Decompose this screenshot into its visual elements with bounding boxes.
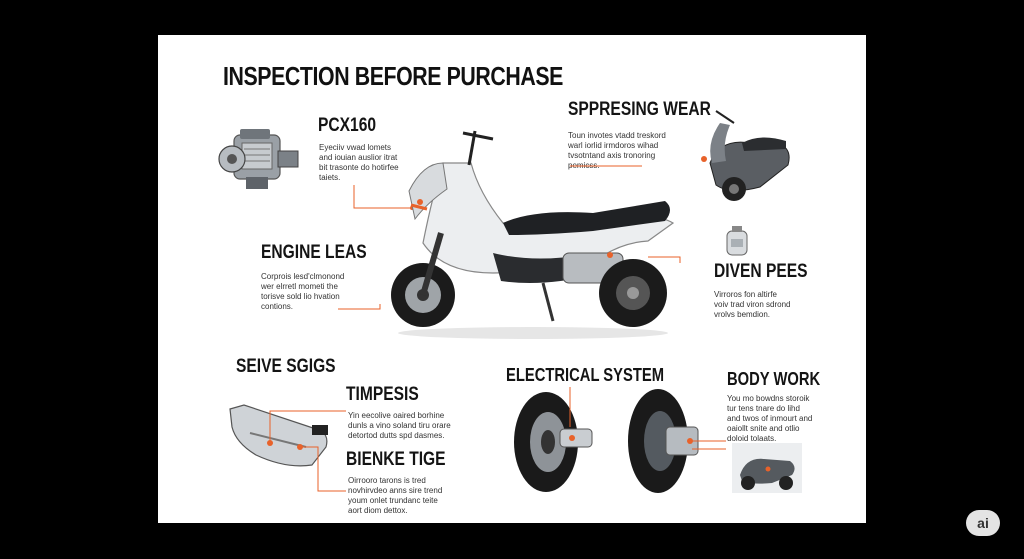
pcx160-heading: PCX160 bbox=[318, 115, 377, 136]
bienke-tige-heading: BIENKE TIGE bbox=[346, 449, 446, 470]
engine-leas-text: Corprois lesd'clmonond wer elrretl momet… bbox=[261, 272, 345, 311]
wear-heading: SPPRESING WEAR bbox=[568, 99, 711, 120]
electrical-leaders bbox=[569, 387, 726, 450]
bienke-tige-text: Oirrooro tarons is tred novhirvdeo anns … bbox=[348, 476, 443, 515]
diven-pees-leader bbox=[648, 256, 681, 263]
timpesis-text: Yin eecolive oaired borhine dunls a vino… bbox=[348, 411, 451, 440]
body-work-heading: BODY WORK bbox=[727, 369, 821, 389]
lower-left-leaders bbox=[269, 410, 346, 492]
scooter-rear-thumbnail bbox=[701, 110, 790, 201]
wear-leader bbox=[570, 165, 642, 167]
fluid-bottle-icon bbox=[726, 226, 748, 256]
scooter-thumbnail bbox=[732, 443, 802, 493]
scooter-main-illustration bbox=[391, 130, 675, 339]
timpesis-heading: TIMPESIS bbox=[346, 384, 419, 405]
seive-sgigs-heading: SEIVE SGIGS bbox=[236, 356, 336, 377]
brake-caliper-illustration bbox=[229, 404, 328, 467]
rear-wheel-illustration bbox=[628, 389, 699, 493]
engine-leas-leader bbox=[338, 304, 381, 310]
electrical-heading: ELECTRICAL SYSTEM bbox=[506, 365, 665, 385]
ai-badge[interactable]: ai bbox=[966, 510, 1000, 536]
diven-pees-heading: DIVEN PEES bbox=[714, 261, 808, 282]
engine-leas-heading: ENGINE LEAS bbox=[261, 242, 367, 263]
front-wheel-illustration bbox=[514, 392, 593, 492]
engine-illustration bbox=[218, 129, 299, 189]
diven-pees-text: Virroros fon altirfe voiv trad viron sdr… bbox=[714, 290, 791, 319]
inspection-infographic: INSPECTION BEFORE PURCHASE PCX160 Eyecii… bbox=[158, 35, 866, 523]
page-title: INSPECTION BEFORE PURCHASE bbox=[223, 61, 563, 91]
pcx160-text: Eyeciiv vwad lomets and iouian auslior i… bbox=[319, 143, 399, 182]
body-work-text: You mo bowdns storoik tur tens tnare do … bbox=[727, 394, 813, 443]
